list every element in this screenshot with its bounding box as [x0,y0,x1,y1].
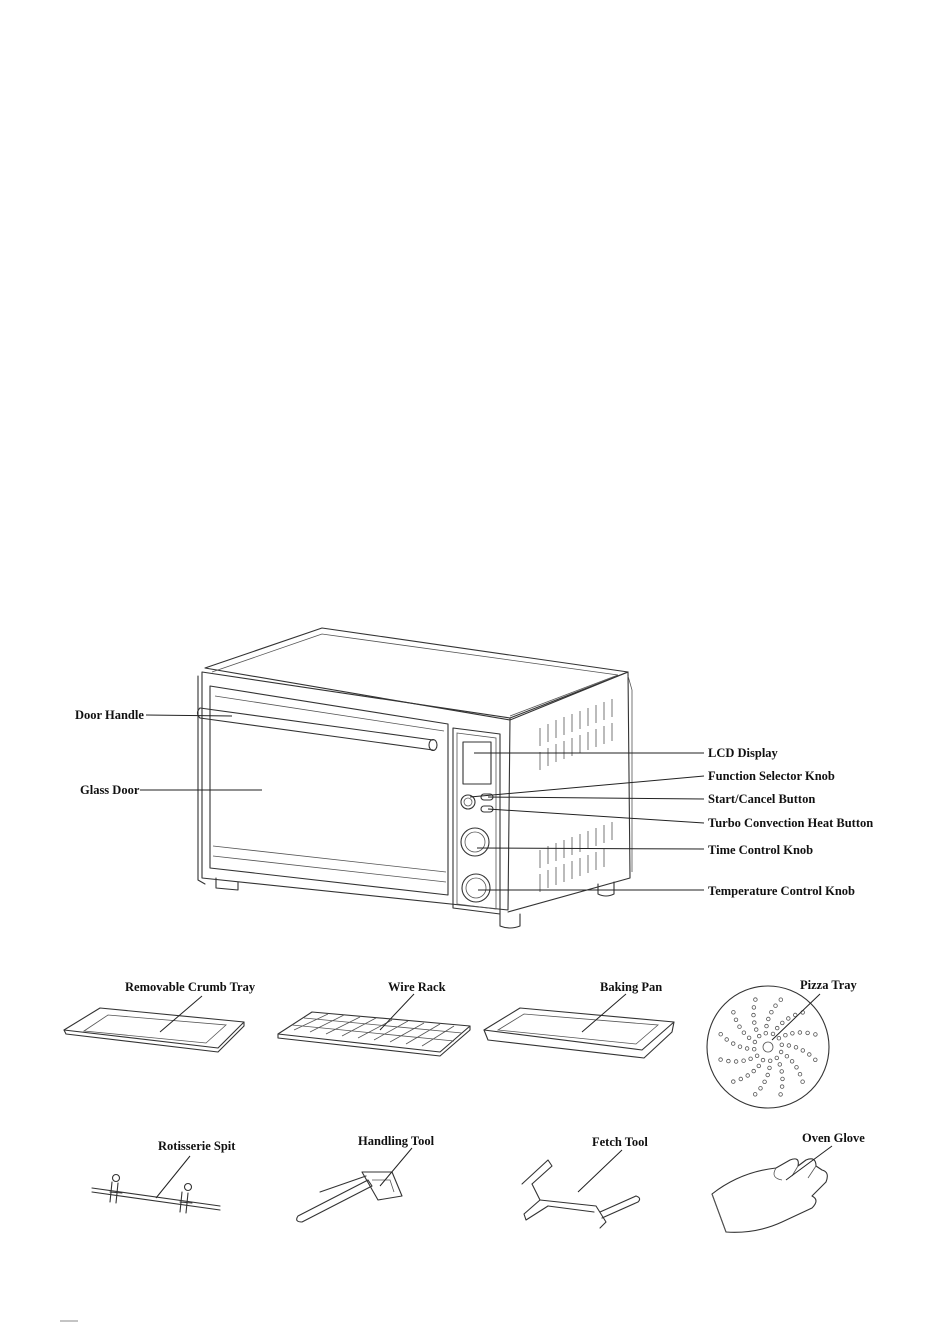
label-glass-door: Glass Door [80,783,140,797]
label-handling-tool: Handling Tool [358,1134,435,1148]
label-temperature-control-knob: Temperature Control Knob [708,884,855,898]
oven-callouts: Door Handle Glass Door LCD Display Funct… [75,708,873,898]
label-door-handle: Door Handle [75,708,144,722]
accessory-rotisserie-spit: Rotisserie Spit [92,1139,236,1213]
label-wire-rack: Wire Rack [388,980,446,994]
accessory-fetch-tool: Fetch Tool [522,1135,648,1228]
label-lcd-display: LCD Display [708,746,779,760]
label-baking-pan: Baking Pan [600,980,662,994]
accessory-handling-tool: Handling Tool [297,1134,435,1222]
label-time-control-knob: Time Control Knob [708,843,813,857]
accessory-baking-pan: Baking Pan [484,980,674,1058]
pizza-tray-holes [719,998,817,1096]
accessory-removable-crumb-tray: Removable Crumb Tray [64,980,256,1052]
accessory-oven-glove: Oven Glove [712,1131,865,1232]
label-turbo-convection-heat-button: Turbo Convection Heat Button [708,816,873,830]
accessory-pizza-tray: Pizza Tray [707,978,858,1108]
label-function-selector-knob: Function Selector Knob [708,769,835,783]
label-fetch-tool: Fetch Tool [592,1135,648,1149]
accessory-wire-rack: Wire Rack [278,980,470,1056]
label-start-cancel-button: Start/Cancel Button [708,792,815,806]
oven-illustration [198,628,633,928]
label-oven-glove: Oven Glove [802,1131,865,1145]
label-pizza-tray: Pizza Tray [800,978,858,992]
label-rotisserie-spit: Rotisserie Spit [158,1139,236,1153]
label-removable-crumb-tray: Removable Crumb Tray [125,980,256,994]
